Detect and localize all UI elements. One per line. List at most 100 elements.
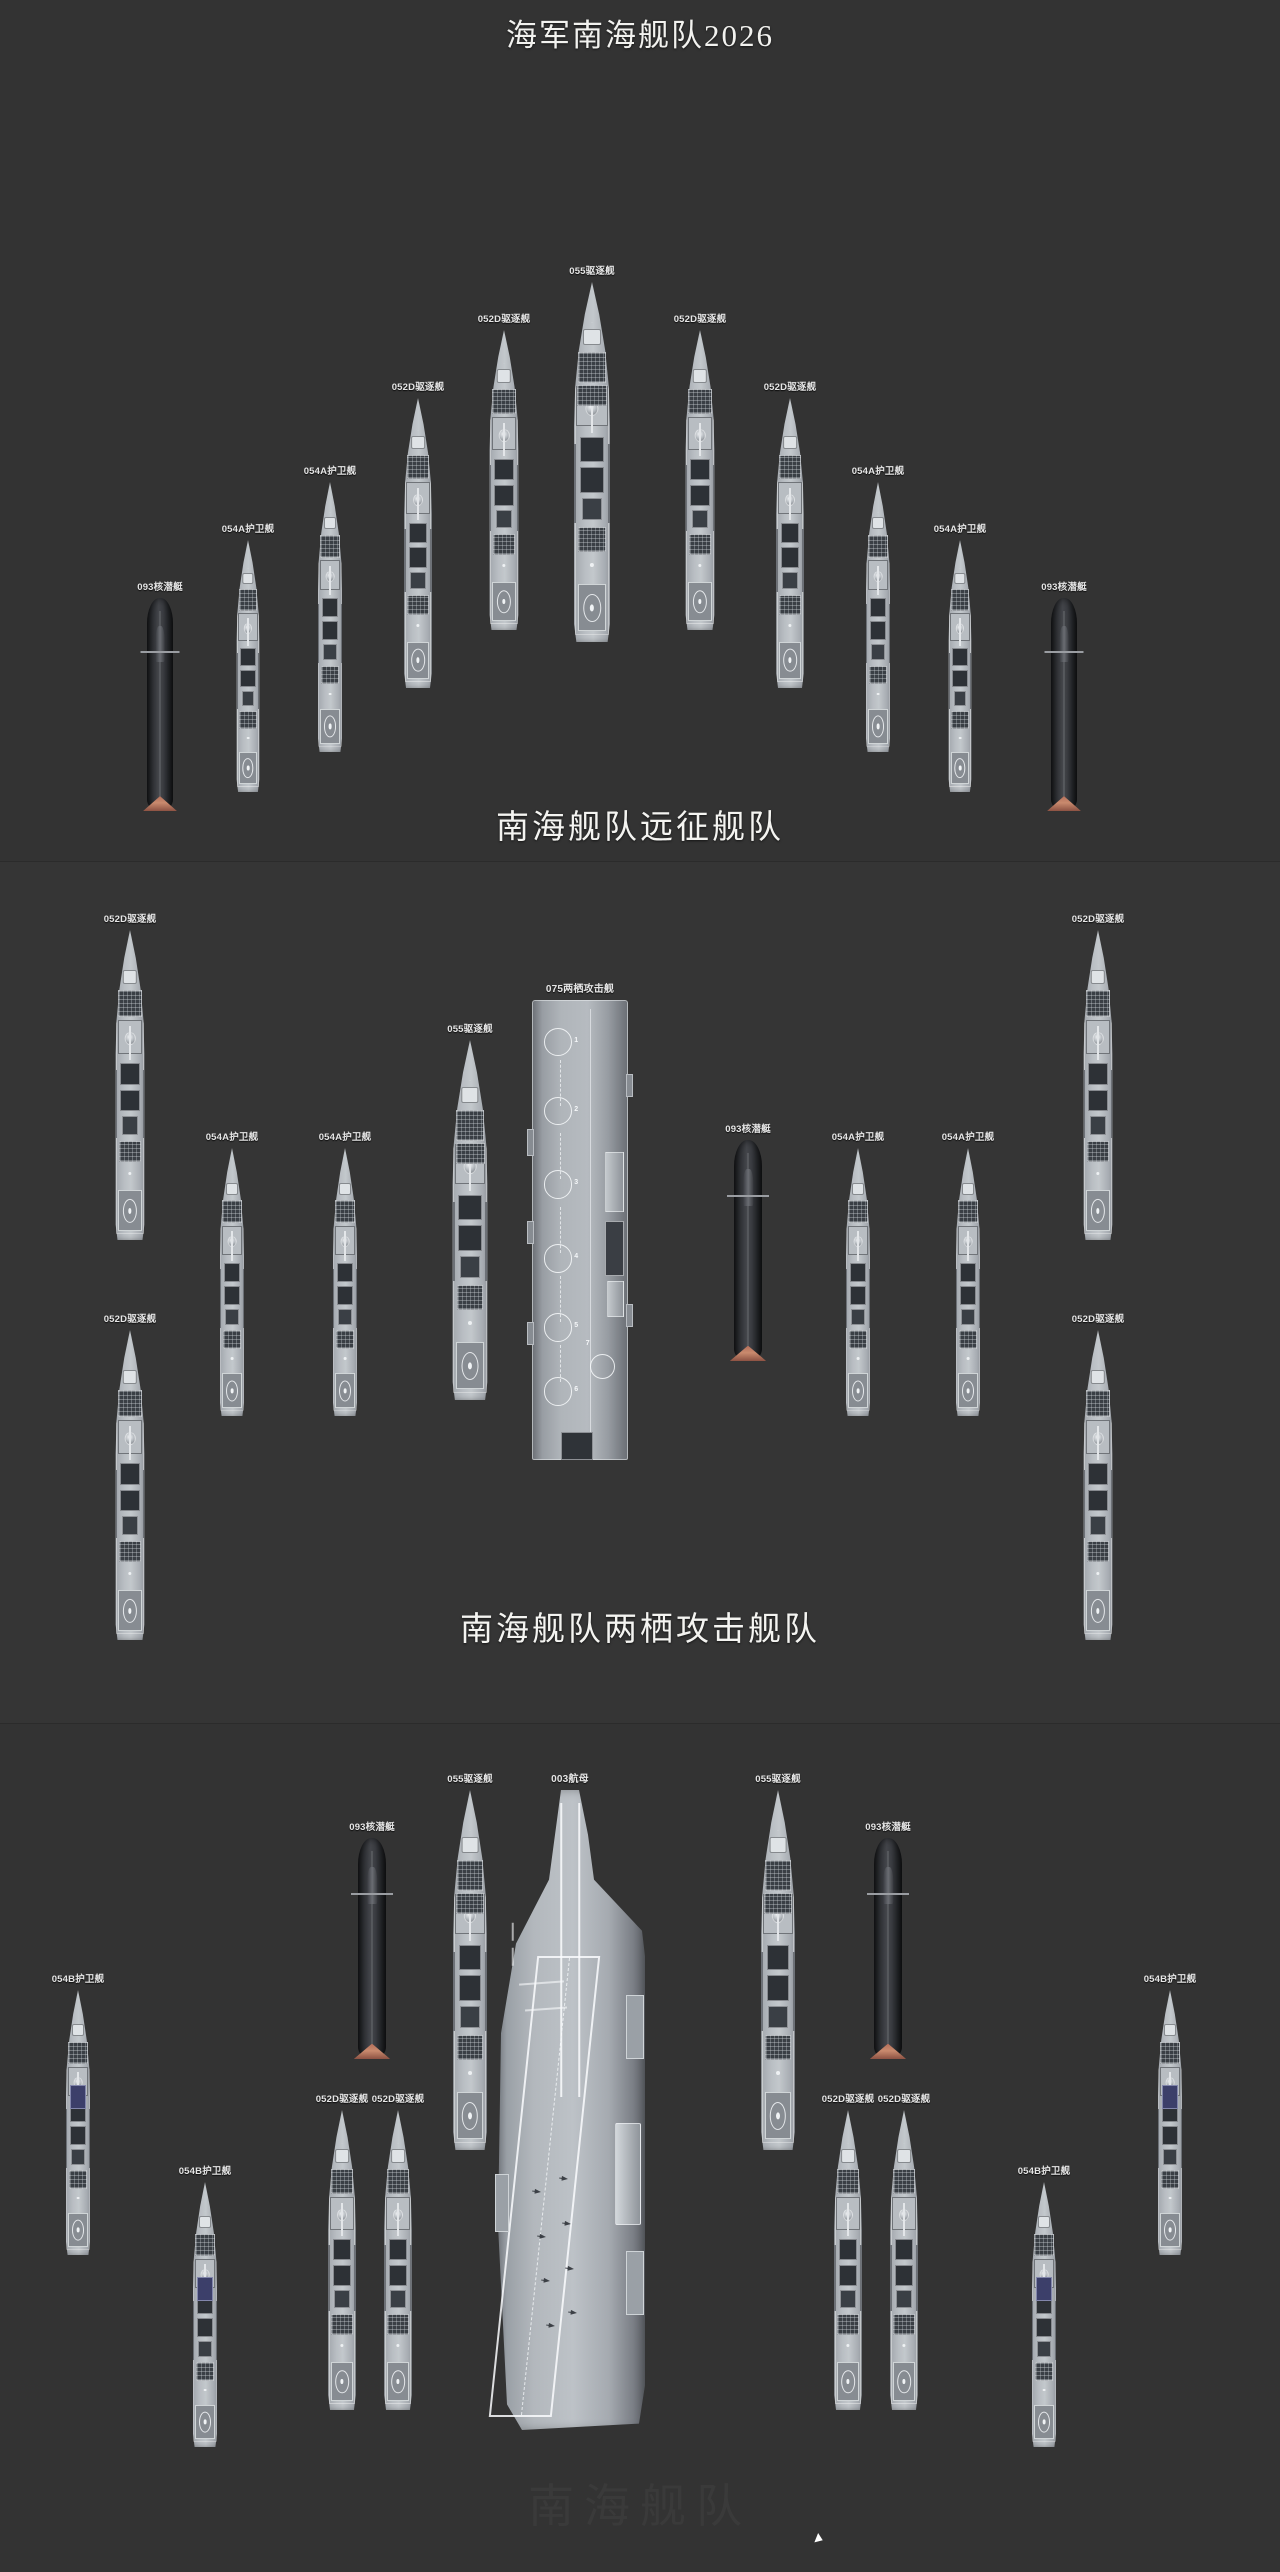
- midships-module: [334, 2290, 350, 2308]
- main-gun-turret: [122, 1370, 138, 1385]
- fleet-unit-destroyer-lg: 055驱逐舰: [441, 1024, 499, 1400]
- funnel-forward: [224, 1263, 240, 1282]
- port-walkway: [318, 603, 320, 663]
- funnel-forward: [408, 522, 428, 543]
- unit-label: 054A护卫舰: [303, 466, 357, 477]
- main-gun-turret: [1090, 1370, 1106, 1385]
- fleet-unit-destroyer: 052D驱逐舰: [104, 914, 156, 1240]
- unit-label: 055驱逐舰: [447, 1774, 493, 1785]
- helo-spot-circle-1: [543, 1027, 573, 1057]
- midships-module: [840, 2290, 856, 2308]
- unit-label: 054B护卫舰: [1017, 2166, 1071, 2177]
- unit-label: 093核潜艇: [725, 1124, 771, 1135]
- aft-ciws: [958, 736, 962, 740]
- main-mast: [847, 2203, 849, 2236]
- midships-module: [121, 1116, 139, 1135]
- helicopter-landing-pad: [195, 2404, 215, 2440]
- aft-ciws: [467, 1320, 473, 1325]
- midships-module: [121, 1516, 139, 1535]
- ship-hull-destroyer: [825, 2110, 871, 2410]
- main-gun-turret: [242, 572, 254, 585]
- forward-vls: [330, 2168, 354, 2194]
- ship-hull-destroyer: [1074, 1330, 1122, 1640]
- forward-vls: [764, 1860, 792, 1891]
- helicopter-landing-pad: [950, 751, 970, 785]
- funnel-aft: [458, 1975, 482, 2001]
- starboard-walkway: [142, 1469, 145, 1538]
- main-mast: [789, 487, 791, 520]
- helicopter-landing-pad: [222, 1373, 242, 1408]
- unit-label: 052D驱逐舰: [391, 382, 445, 393]
- aft-vls: [118, 1140, 142, 1163]
- helo-spot-circle-5: [543, 1312, 573, 1342]
- port-walkway: [220, 1268, 222, 1328]
- stbd-sponson-2: [626, 1303, 633, 1327]
- ship-hull-destroyer: [1074, 930, 1122, 1240]
- midships-module: [782, 572, 798, 590]
- port-walkway: [1032, 2301, 1034, 2360]
- main-gun-turret: [1090, 970, 1106, 985]
- funnel-aft: [766, 1975, 790, 2001]
- midships-module: [323, 644, 337, 661]
- midships-module: [410, 572, 426, 590]
- funnel-forward: [1088, 1463, 1108, 1485]
- funnel-forward: [960, 1263, 976, 1282]
- helicopter-landing-pad: [1086, 1590, 1110, 1631]
- main-gun-turret: [411, 435, 425, 449]
- funnel-aft: [197, 2318, 213, 2338]
- ship-hull-frigate-b: [185, 2182, 225, 2447]
- aft-vls: [68, 2170, 88, 2189]
- unit-label: 093核潜艇: [1041, 582, 1087, 593]
- sail-diving-plane: [140, 651, 180, 653]
- runway-centerline: [538, 1009, 591, 1451]
- starboard-walkway: [802, 528, 804, 593]
- midships-module: [495, 510, 513, 528]
- funnel-aft: [690, 484, 710, 506]
- funnel-forward: [780, 522, 800, 543]
- aft-vls: [222, 1330, 242, 1349]
- midships-module: [581, 498, 603, 520]
- unit-label: 093核潜艇: [865, 1822, 911, 1833]
- fleet-unit-destroyer: 052D驱逐舰: [1072, 1314, 1124, 1640]
- fleet-unit-frigate: 054A护卫舰: [319, 1132, 371, 1416]
- hull-centerline: [1063, 610, 1065, 798]
- funnel-aft: [870, 621, 886, 640]
- funnel-forward: [458, 1944, 482, 1970]
- starboard-walkway: [970, 653, 972, 709]
- unit-label: 054B护卫舰: [51, 1974, 105, 1985]
- carrier-hull: [488, 1790, 645, 2430]
- funnel-aft: [894, 2264, 914, 2286]
- aft-ciws: [203, 2388, 207, 2392]
- helicopter-landing-pad: [406, 641, 430, 680]
- ship-hull-destroyer: [319, 2110, 365, 2410]
- funnel-forward: [458, 1194, 482, 1220]
- aft-ciws: [1096, 1571, 1100, 1576]
- helicopter-landing-pad: [778, 641, 802, 680]
- aft-vls: [1086, 1540, 1110, 1563]
- ship-hull-destroyer: [767, 398, 813, 688]
- funnel-aft: [780, 547, 800, 568]
- starboard-walkway: [916, 2245, 918, 2311]
- funnel-aft: [337, 1286, 353, 1305]
- main-gun-turret: [897, 2149, 911, 2163]
- port-antenna-2: [512, 1948, 514, 1967]
- midships-module: [1089, 1516, 1107, 1535]
- main-mast: [231, 1231, 233, 1261]
- unit-label: 052D驱逐舰: [877, 2094, 931, 2105]
- forward-vls: [68, 2041, 88, 2065]
- forward-island: [604, 1151, 625, 1212]
- funnel-forward: [894, 2239, 914, 2260]
- funnel-aft: [332, 2264, 352, 2286]
- integrated-mast-b: [70, 2085, 86, 2110]
- funnel-aft: [322, 621, 338, 640]
- port-walkway: [685, 465, 688, 531]
- main-mast: [777, 1901, 779, 1942]
- main-gun-turret: [339, 1182, 351, 1195]
- ship-hull-frigate: [310, 482, 350, 752]
- starboard-walkway: [792, 1952, 795, 2032]
- ship-hull-frigate: [838, 1148, 878, 1416]
- forward-vls: [958, 1200, 978, 1224]
- port-walkway: [956, 1268, 958, 1328]
- main-mast: [857, 1231, 859, 1261]
